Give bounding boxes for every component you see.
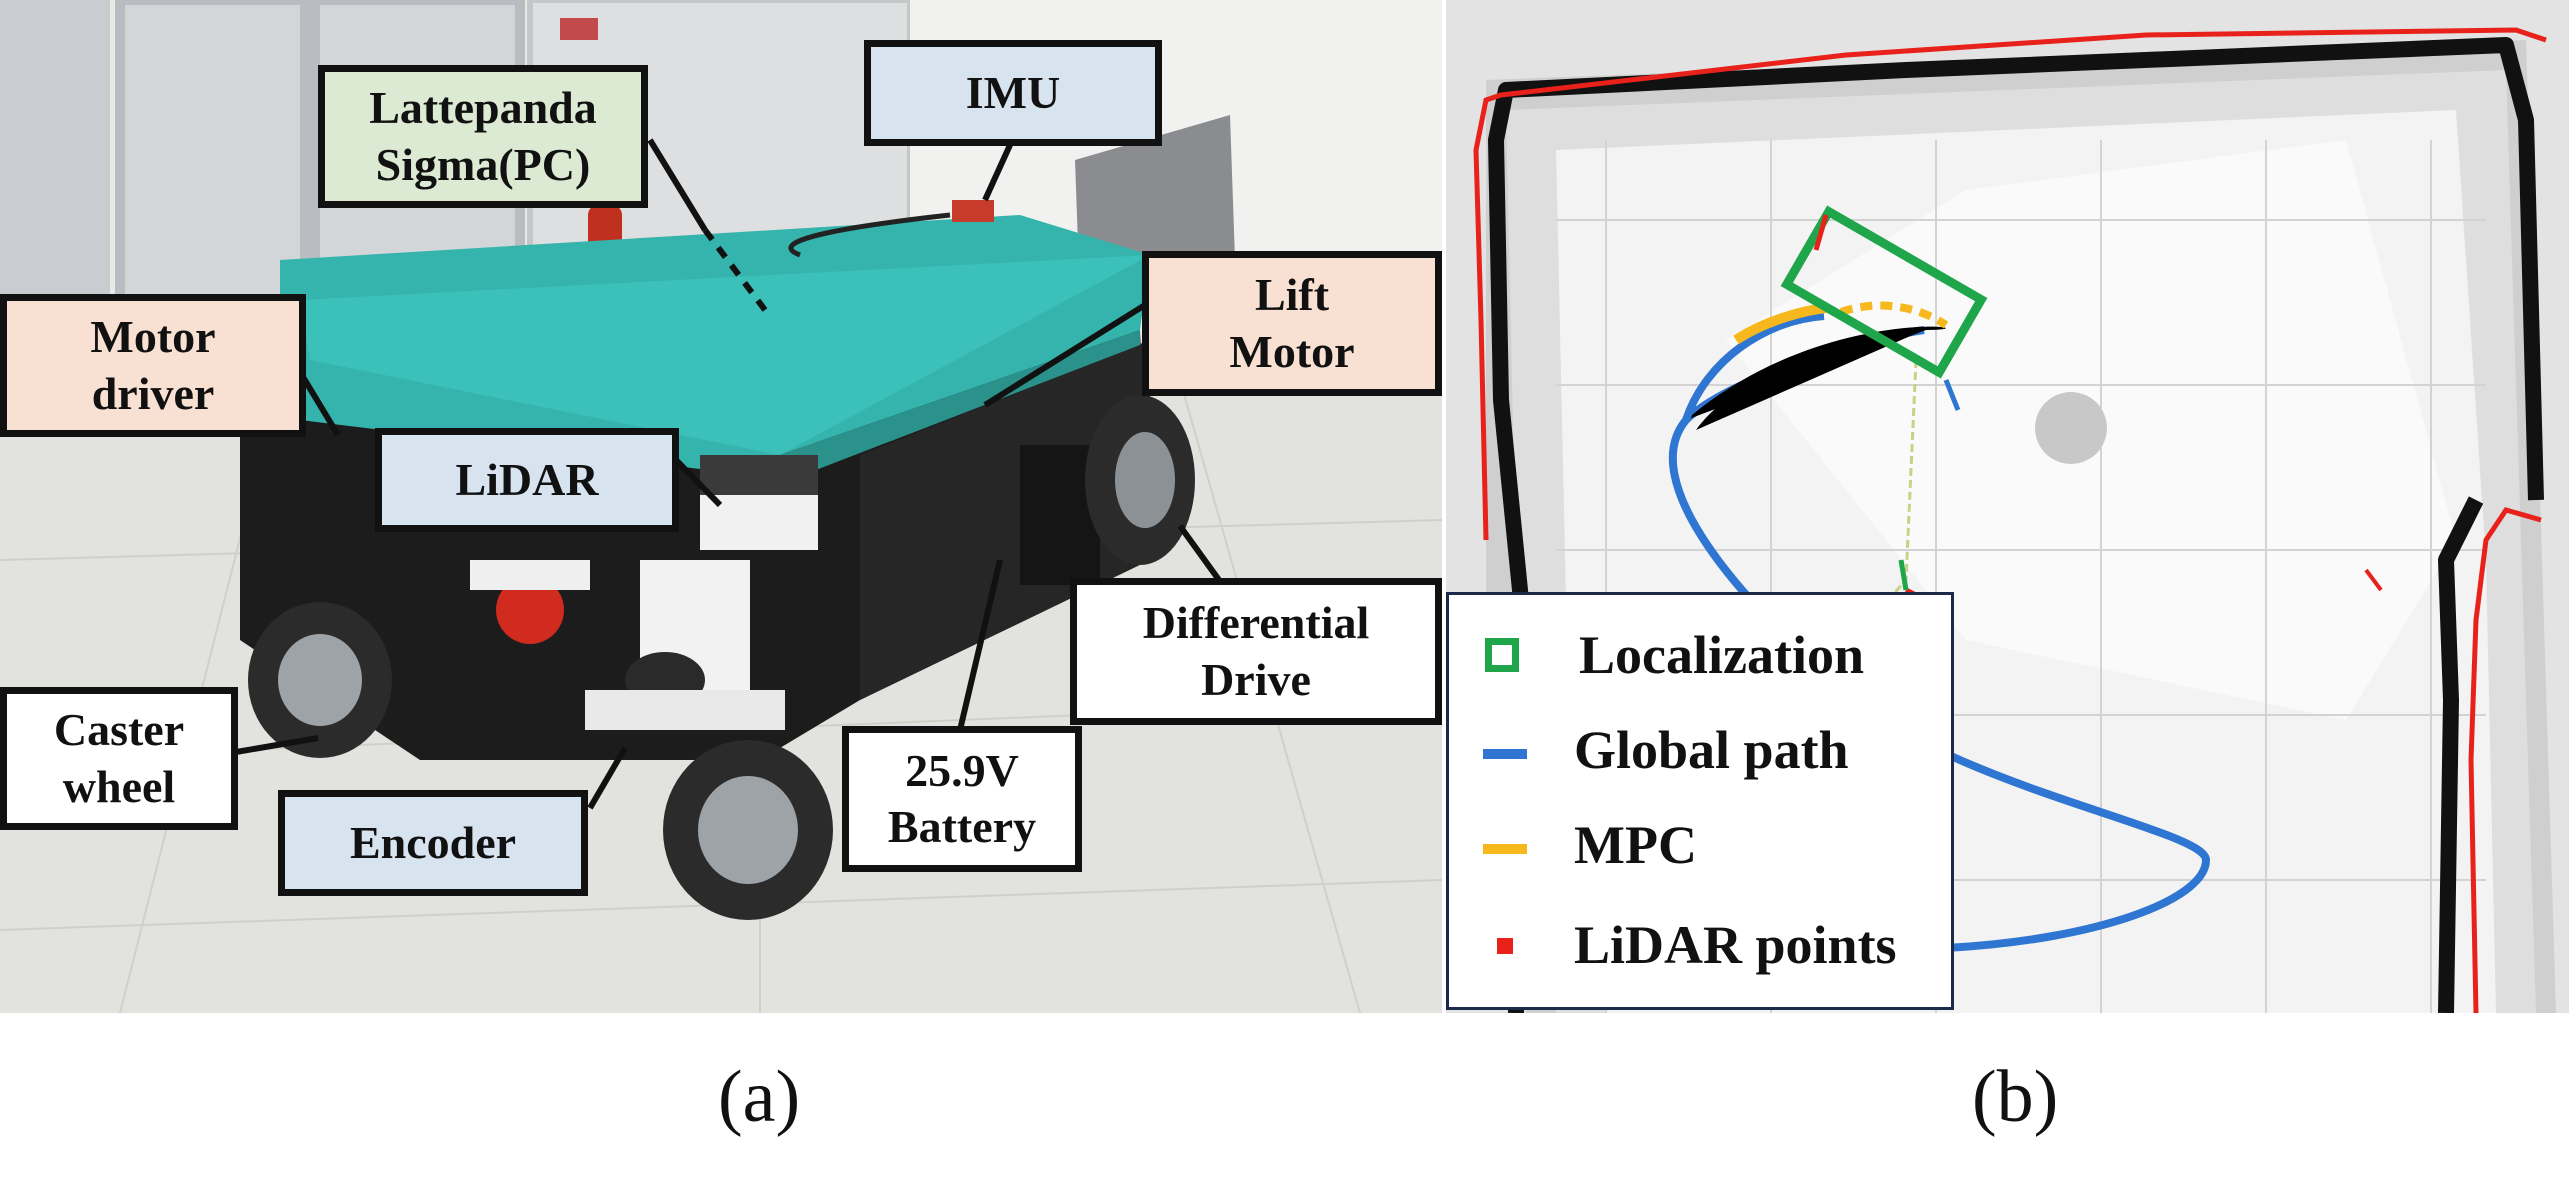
callout-lattepanda-label: Lattepanda Sigma(PC) — [369, 82, 597, 190]
legend-item-mpc: MPC — [1449, 810, 1951, 880]
robot-photo — [0, 0, 1442, 1013]
callout-battery: 25.9V Battery — [842, 726, 1082, 872]
legend-item-lidar-points: LiDAR points — [1449, 910, 1951, 980]
callout-differential-drive-label: Differential Drive — [1142, 597, 1370, 705]
localization-square-icon — [1485, 638, 1519, 672]
callout-differential-drive: Differential Drive — [1070, 578, 1442, 725]
callout-lift-motor: Lift Motor — [1142, 251, 1442, 396]
robot-photo-panel: Lattepanda Sigma(PC) IMU Motor driver Li… — [0, 0, 1442, 1013]
callout-lidar-label: LiDAR — [455, 453, 599, 505]
callout-imu-label: IMU — [965, 66, 1061, 118]
caption-a: (a) — [718, 1056, 801, 1138]
callout-lattepanda: Lattepanda Sigma(PC) — [318, 65, 648, 208]
callout-encoder-label: Encoder — [349, 816, 517, 868]
legend-label-global-path: Global path — [1574, 720, 1849, 780]
callout-caster-wheel-label: Caster wheel — [53, 704, 185, 812]
global-path-line-icon — [1483, 749, 1527, 759]
caption-b: (b) — [1972, 1056, 2059, 1138]
legend-label-mpc: MPC — [1574, 815, 1697, 875]
callout-motor-driver-label: Motor driver — [90, 311, 216, 419]
callout-battery-label: 25.9V Battery — [887, 744, 1037, 852]
map-legend: Localization Global path MPC LiDAR point… — [1446, 592, 1954, 1010]
mpc-line-icon — [1483, 844, 1527, 854]
legend-item-global-path: Global path — [1449, 715, 1951, 785]
lidar-point-icon — [1497, 938, 1513, 954]
callout-lift-motor-label: Lift Motor — [1229, 269, 1355, 377]
callout-caster-wheel: Caster wheel — [0, 687, 238, 830]
legend-item-localization: Localization — [1449, 620, 1951, 690]
callout-motor-driver: Motor driver — [0, 294, 306, 437]
callout-lidar: LiDAR — [375, 428, 679, 532]
legend-label-localization: Localization — [1579, 625, 1864, 685]
callout-imu: IMU — [864, 40, 1162, 146]
callout-encoder: Encoder — [278, 790, 588, 896]
legend-label-lidar-points: LiDAR points — [1574, 915, 1897, 975]
